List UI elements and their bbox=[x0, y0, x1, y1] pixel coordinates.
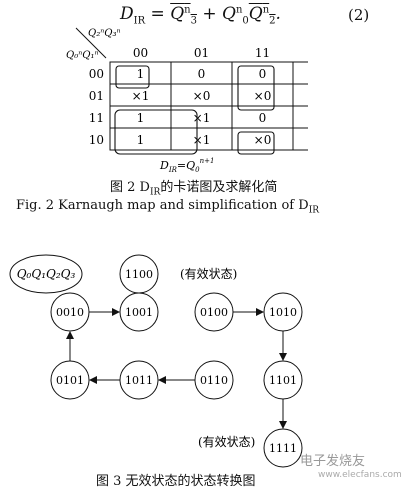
state-node-label: 0110 bbox=[200, 374, 228, 387]
kmap-cell: 0 bbox=[198, 67, 206, 81]
kmap-col-header: 11 bbox=[255, 46, 270, 60]
eq-term-q3: Qn3 bbox=[170, 4, 197, 27]
kmap-cell: 0 bbox=[259, 67, 267, 81]
kmap-corner-diagonal bbox=[75, 27, 107, 59]
label-valid-state-bottom: (有效状态) bbox=[198, 434, 255, 449]
state-node-label: 1001 bbox=[125, 306, 153, 319]
state-node-label: 1100 bbox=[125, 268, 153, 281]
state-node-label: 1011 bbox=[125, 374, 153, 387]
watermark-url: www.elecfans.com bbox=[318, 470, 402, 480]
eq-term-q0: Qn0 bbox=[222, 4, 249, 27]
kmap-cell: ×1 bbox=[193, 133, 211, 147]
state-node-1111 bbox=[263, 428, 303, 468]
watermark-logo-text: 电子发烧友 bbox=[300, 454, 366, 469]
state-node-label: 0101 bbox=[56, 374, 84, 387]
kmap-loop-bottom-right bbox=[237, 131, 275, 155]
state-node-label: 1010 bbox=[269, 306, 297, 319]
kmap-row-header: 01 bbox=[89, 89, 104, 103]
kmap-row-header: 10 bbox=[89, 133, 104, 147]
kmap-footer: DIR=Q0n+1 bbox=[159, 157, 214, 174]
kmap-row-var-label: Q₀ⁿQ₁ⁿ bbox=[66, 50, 99, 61]
state-node-0110 bbox=[194, 360, 234, 400]
fig2-caption-en: Fig. 2 Karnaugh map and simplification o… bbox=[16, 198, 320, 216]
state-transition-diagram: Q₀Q₁Q₂Q₃ 1100 0010 1001 0100 1010 0101 1011 011… bbox=[9, 254, 303, 468]
kmap-cell: ×0 bbox=[254, 133, 272, 147]
state-node-0101 bbox=[50, 360, 90, 400]
kmap-loop-top-right bbox=[237, 65, 275, 111]
kmap-cell: 1 bbox=[137, 111, 145, 125]
state-node-1011 bbox=[119, 360, 159, 400]
kmap-col-var-label: Q₂ⁿQ₃ⁿ bbox=[88, 28, 121, 39]
label-valid-state-top: (有效状态) bbox=[180, 266, 237, 281]
kmap-cell: 1 bbox=[137, 67, 145, 81]
kmap-row-header: 00 bbox=[89, 67, 104, 81]
kmap-cell: ×0 bbox=[254, 89, 272, 103]
kmap-cell: ×1 bbox=[193, 111, 211, 125]
state-node-1101 bbox=[263, 360, 303, 400]
kmap-cell: 0 bbox=[259, 111, 267, 125]
eq-lhs-sub: IR bbox=[133, 15, 146, 27]
state-node-label: 0010 bbox=[56, 306, 84, 319]
kmap-loop-bottom-left bbox=[114, 109, 198, 155]
kmap-col-header: 00 bbox=[133, 46, 148, 60]
legend-label: Q₀Q₁Q₂Q₃ bbox=[17, 267, 76, 281]
kmap-loop-top-left bbox=[115, 65, 150, 89]
eq-equals: = bbox=[145, 4, 171, 24]
kmap-cell: ×1 bbox=[132, 89, 150, 103]
kmap-row-header: 11 bbox=[89, 111, 104, 125]
kmap-cell: 1 bbox=[137, 133, 145, 147]
equation-2: DIR = Qn3 + Qn0Qn2. bbox=[120, 4, 281, 27]
kmap-cell: ×0 bbox=[193, 89, 211, 103]
state-node-label: 1111 bbox=[269, 442, 297, 455]
state-node-0010 bbox=[50, 292, 90, 332]
equation-number: (2) bbox=[348, 6, 370, 24]
eq-term-q2: Qn2 bbox=[248, 4, 276, 27]
state-node-1010 bbox=[263, 292, 303, 332]
legend-ellipse bbox=[9, 254, 83, 294]
eq-plus: + bbox=[196, 4, 223, 24]
state-node-1001 bbox=[119, 292, 159, 332]
state-node-label: 0100 bbox=[200, 306, 228, 319]
fig2-caption-cn: 图 2 DIR的卡诺图及求解化简 bbox=[110, 180, 278, 198]
eq-lhs: D bbox=[120, 4, 134, 24]
state-node-0100 bbox=[194, 292, 234, 332]
kmap-col-header: 01 bbox=[194, 46, 209, 60]
fig3-caption: 图 3 无效状态的状态转换图 bbox=[96, 474, 256, 489]
state-node-label: 1101 bbox=[269, 374, 297, 387]
